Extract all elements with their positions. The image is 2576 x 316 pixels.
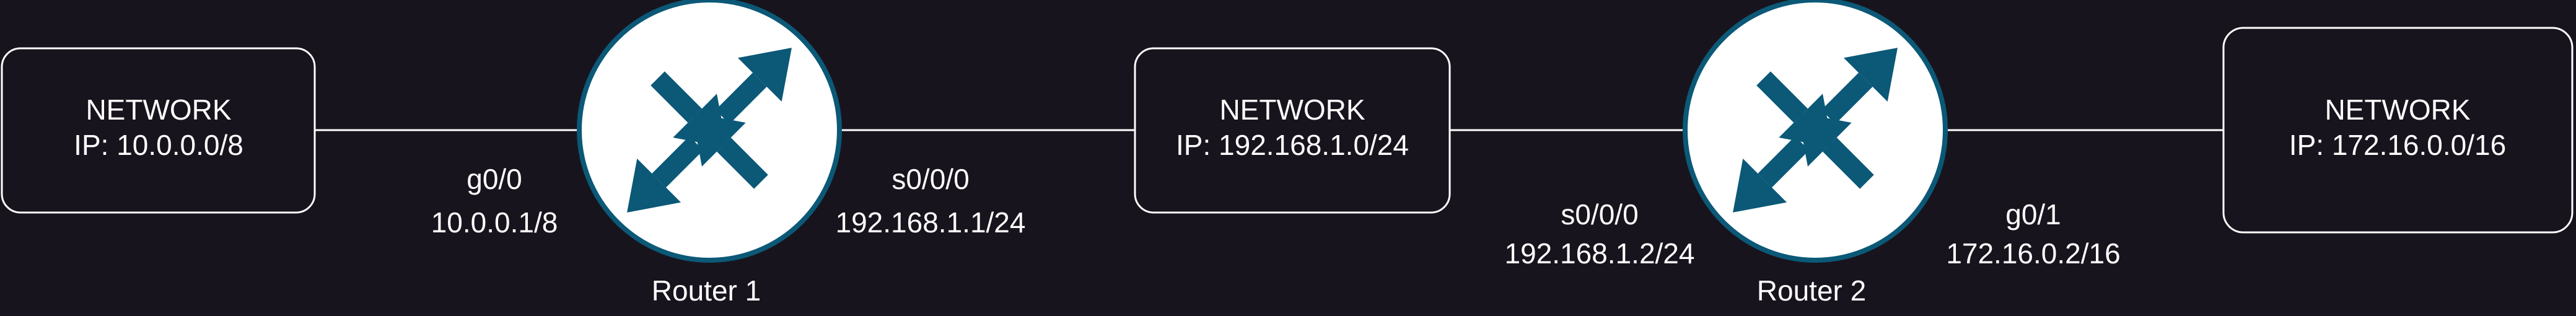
interface-name: g0/1 bbox=[2005, 198, 2061, 230]
router-1[interactable] bbox=[577, 0, 842, 263]
network-box-3[interactable]: NETWORK IP: 172.16.0.0/16 bbox=[2222, 27, 2574, 234]
network-title: NETWORK bbox=[1219, 94, 1365, 126]
network-box-1[interactable]: NETWORK IP: 10.0.0.0/8 bbox=[1, 47, 316, 214]
router-2-label: Router 2 bbox=[1757, 274, 1866, 307]
network-ip: IP: 172.16.0.0/16 bbox=[2289, 129, 2506, 161]
router-icon bbox=[1683, 0, 1948, 263]
interface-address: 192.168.1.2/24 bbox=[1505, 237, 1695, 270]
router-1-label: Router 1 bbox=[652, 274, 761, 307]
interface-name: g0/0 bbox=[467, 163, 522, 195]
router-icon bbox=[577, 0, 842, 263]
router-2[interactable] bbox=[1683, 0, 1948, 263]
interface-name: s0/0/0 bbox=[892, 163, 969, 195]
interface-address: 10.0.0.1/8 bbox=[431, 206, 558, 239]
interface-address: 192.168.1.1/24 bbox=[836, 206, 1026, 239]
network-box-2[interactable]: NETWORK IP: 192.168.1.0/24 bbox=[1134, 47, 1451, 214]
network-ip: IP: 192.168.1.0/24 bbox=[1176, 129, 1409, 161]
interface-address: 172.16.0.2/16 bbox=[1946, 237, 2120, 270]
network-ip: IP: 10.0.0.0/8 bbox=[74, 129, 243, 161]
network-title: NETWORK bbox=[85, 94, 231, 126]
interface-name: s0/0/0 bbox=[1561, 198, 1638, 230]
network-title: NETWORK bbox=[2324, 94, 2470, 126]
